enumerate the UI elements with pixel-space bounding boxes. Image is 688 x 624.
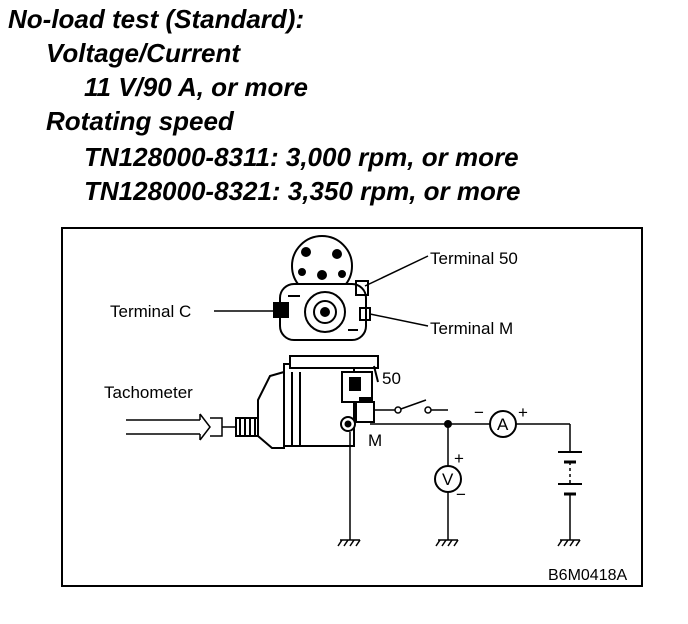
rotating-speed-line-2: TN128000-8321: 3,350 rpm, or more [84,176,521,206]
junction-dot [444,420,452,428]
figure-code: B6M0418A [548,567,627,584]
ammeter-icon: A [489,410,517,438]
circuit-wiring [349,399,571,540]
voltmeter-symbol: V [442,470,454,489]
label-terminal-m: Terminal M [430,319,513,338]
voltmeter-minus: − [456,485,466,504]
test-heading: No-load test (Standard): [8,4,305,34]
switch-contact [394,406,402,414]
voltage-current-value: 11 V/90 A, or more [84,72,308,102]
ammeter-minus: − [474,403,484,422]
switch-contact-2 [424,406,432,414]
battery-icon [558,451,582,496]
starter-side-view [235,355,379,449]
label-tachometer: Tachometer [104,383,193,402]
voltage-current-title: Voltage/Current [46,38,241,68]
starter-top-view [273,235,371,341]
rotating-speed-line-1: TN128000-8311: 3,000 rpm, or more [84,142,519,172]
diagram-frame [61,227,643,587]
label-50-side: 50 [382,369,401,388]
terminal-c-stud [273,302,289,318]
rotating-speed-title: Rotating speed [46,106,234,136]
label-terminal-50: Terminal 50 [430,249,518,268]
voltmeter-plus: + [454,449,464,468]
ammeter-plus: + [518,403,528,422]
top-view-leaders [214,255,429,327]
ammeter-symbol: A [497,415,509,434]
voltmeter-icon: V [434,465,462,493]
label-terminal-c: Terminal C [110,302,191,321]
label-m-side: M [368,431,382,450]
tachometer-probe [126,413,236,441]
ground-icon [337,539,581,547]
